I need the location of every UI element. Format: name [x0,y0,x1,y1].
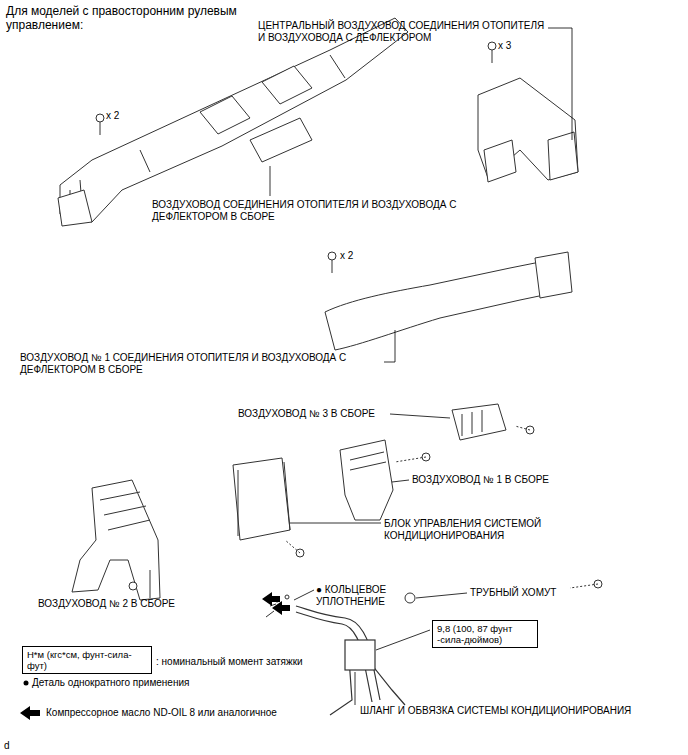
drawing-part [238,462,290,536]
drawing-part [96,114,104,122]
part-label: x 2 [340,250,370,262]
legend-text: Деталь однократного применения [32,677,272,689]
part-label: ШЛАНГ И ОБВЯЗКА СИСТЕМЫ КОНДИЦИОНИРОВАНИ… [360,705,680,717]
drawing-part [285,540,300,553]
drawing-part [548,28,572,140]
drawing-part [200,96,250,134]
drawing-part [492,50,493,63]
drawing-part [488,42,496,50]
legend-text: Компрессорное масло ND-OIL 8 или аналоги… [46,707,366,719]
drawing-part [328,252,336,260]
duct-no3 [452,404,506,440]
drawing-part [340,440,393,520]
box-text: Н*м (кгс*см, фунт-сила-фут) [27,649,147,671]
part-label: ТРУБНЫЙ ХОМУТ [470,587,600,599]
drawing-part [266,604,276,617]
drawing-part [535,252,572,298]
drawing-part [58,190,92,226]
drawing-part [452,404,506,440]
drawing-part [392,480,409,482]
drawing-part [24,681,29,686]
drawing-part [233,458,290,540]
drawing-part [72,480,160,600]
part-label: x 2 [106,110,136,122]
drawing-part [262,66,312,104]
part-label: ● КОЛЬЦЕВОЕ УПЛОТНЕНИЕ [316,584,436,608]
leader-lines [150,28,572,705]
drawing-part [395,457,426,462]
part-label: ВОЗДУХОВОД СОЕДИНЕНИЯ ОТОПИТЕЛЯ И ВОЗДУХ… [152,199,492,223]
drawing-part [129,582,137,590]
drawing-part [376,630,430,650]
drawing-part [290,523,381,524]
part-label: ВОЗДУХОВОД № 1 В СБОРЕ [412,474,582,486]
drawing-part [60,18,408,222]
screws [96,42,602,617]
drawing-part [20,706,40,720]
drawing-part [100,492,150,530]
ac-hose [296,606,405,715]
drawing-part [332,260,333,273]
drawing-part [548,132,578,180]
drawing-part [405,593,415,603]
drawing-part [296,606,380,700]
drawing-part [272,601,290,615]
drawing-part [250,118,312,162]
drawing-part [390,414,450,418]
drawing-part [462,410,482,436]
drawing-part [100,122,101,135]
drawing-part [150,570,151,598]
drawing-part [325,258,568,350]
part-label: ВОЗДУХОВОД № 1 СОЕДИНЕНИЯ ОТОПИТЕЛЯ И ВО… [20,352,382,376]
torque-spec-box: 9,8 (100, 87 фунт -сила-дюймов) [432,620,538,648]
drawing-part [384,330,395,362]
drawing-part [262,592,280,606]
main-duct [58,18,408,226]
duct-no2 [72,480,160,600]
part-label: БЛОК УПРАВЛЕНИЯ СИСТЕМОЙ КОНДИЦИОНИРОВАН… [384,518,594,542]
duct-no1 [340,440,393,520]
duct-no1-joint [325,252,572,350]
drawing-part [355,672,356,705]
legend-torque-box: Н*м (кгс*см, фунт-сила-фут) [22,646,152,674]
diagram-title: Для моделей с правосторонним рулевым упр… [6,4,268,32]
part-label: ВОЗДУХОВОД № 2 В СБОРЕ [38,598,208,610]
drawing-part [484,140,516,182]
drawing-part [70,55,345,212]
drawing-part [285,595,289,599]
drawing-part [515,426,530,430]
ac-control-unit [233,458,290,540]
center-duct [478,78,578,182]
legend-text: : номинальный момент затяжки [156,656,376,668]
drawing-part [416,593,467,598]
part-label: ВОЗДУХОВОД № 3 В СБОРЕ [238,408,390,420]
drawing-part [350,452,386,470]
drawing-part [345,640,375,670]
box-text: 9,8 (100, 87 фунт -сила-дюймов) [437,623,533,645]
drawing-part [570,584,598,588]
drawing-part [294,590,314,600]
drawing-part [270,166,271,196]
figure-code: d [4,740,24,752]
part-label: x 3 [498,40,528,52]
